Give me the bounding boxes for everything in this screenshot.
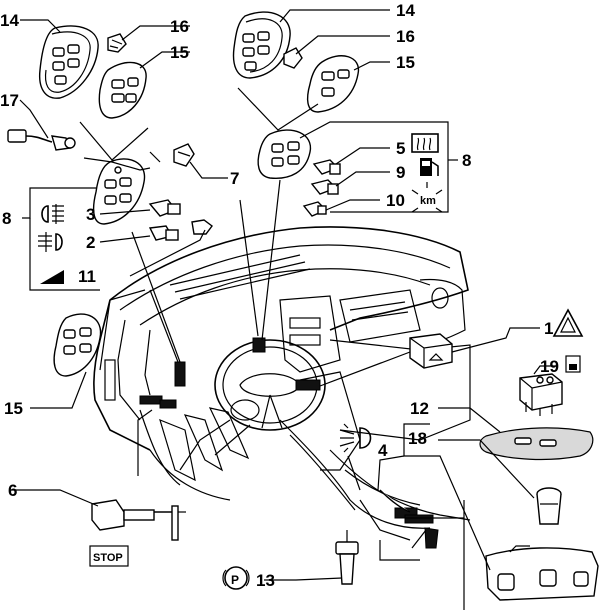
callout-8-left: 8 xyxy=(2,209,11,228)
callout-13: 13 xyxy=(256,571,275,590)
part-15-left-bezel[interactable] xyxy=(98,61,147,119)
part-12-trim-strip[interactable] xyxy=(479,427,594,461)
callout-14-left: 14 xyxy=(0,11,19,30)
headlight-adjust-icon xyxy=(339,423,372,453)
callout-9: 9 xyxy=(396,163,405,182)
km-label: km xyxy=(420,195,436,207)
callout-7: 7 xyxy=(230,169,239,188)
callout-6: 6 xyxy=(8,481,17,500)
dashboard-assembly xyxy=(93,226,471,549)
leader-lines xyxy=(12,9,556,610)
callout-8-right: 8 xyxy=(462,151,471,170)
part-14-top-bezel[interactable] xyxy=(232,11,291,79)
part-console-bezel[interactable] xyxy=(485,545,599,601)
callout-12: 12 xyxy=(410,399,429,418)
callout-15-left: 15 xyxy=(170,43,189,62)
part-15-bottom-bezel[interactable] xyxy=(53,313,102,377)
part-2-switch[interactable] xyxy=(148,225,179,241)
part-18-knob[interactable] xyxy=(536,487,562,525)
part-5-switch[interactable] xyxy=(312,159,341,175)
callout-18: 18 xyxy=(408,429,427,448)
part-14-left-bezel[interactable] xyxy=(38,25,99,99)
window-lift-icon xyxy=(565,355,581,373)
part-17-connector[interactable] xyxy=(7,129,76,151)
part-1-hazard-switch[interactable] xyxy=(409,333,453,369)
callout-5: 5 xyxy=(396,139,405,158)
fuel-pump-icon xyxy=(420,158,439,176)
callout-2: 2 xyxy=(86,233,95,252)
part-16-left-clip[interactable] xyxy=(107,33,127,53)
callout-15-bottom: 15 xyxy=(4,399,23,418)
part-3-switch[interactable] xyxy=(148,199,181,217)
callout-15-top: 15 xyxy=(396,53,415,72)
part-left-switch-panel[interactable] xyxy=(92,158,146,225)
callout-16-top: 16 xyxy=(396,27,415,46)
stop-label-box xyxy=(89,545,129,567)
part-9-switch[interactable] xyxy=(310,179,339,195)
callout-17: 17 xyxy=(0,91,19,110)
rear-defrost-icon xyxy=(411,133,439,153)
part-19-relay[interactable] xyxy=(519,373,563,416)
part-7-clip[interactable] xyxy=(173,143,195,167)
part-13-park-switch[interactable] xyxy=(335,530,359,585)
callout-11: 11 xyxy=(78,267,96,286)
fog-lamp-icon xyxy=(41,204,64,224)
part-center-switch-panel[interactable] xyxy=(257,129,312,179)
callout-4: 4 xyxy=(378,441,388,460)
part-4-connector[interactable] xyxy=(379,489,411,513)
callout-14-top: 14 xyxy=(396,1,415,20)
callout-19: 19 xyxy=(540,357,559,376)
callout-3: 3 xyxy=(86,205,95,224)
part-15-top-bezel[interactable] xyxy=(306,55,360,113)
part-10-switch[interactable] xyxy=(302,201,328,217)
callout-1: 1 xyxy=(544,319,553,338)
callout-16-left: 16 xyxy=(170,17,189,36)
ramp-icon xyxy=(40,270,64,284)
hazard-triangle-icon xyxy=(552,308,584,337)
km-warning-icon xyxy=(411,182,443,213)
callout-10: 10 xyxy=(386,191,405,210)
rear-fog-icon xyxy=(38,232,63,252)
stop-label: STOP xyxy=(93,552,123,564)
part-6-stop-switch[interactable] xyxy=(91,499,186,541)
part-11-bulb[interactable] xyxy=(191,219,213,235)
park-letter: P xyxy=(231,573,239,587)
park-icon xyxy=(222,566,250,590)
